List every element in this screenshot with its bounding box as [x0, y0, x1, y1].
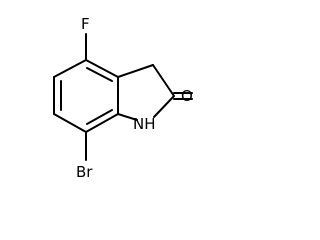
bond-c4-c5 — [53, 59, 87, 78]
bond-c2-n1 — [153, 95, 175, 118]
fluorine-label: F — [81, 15, 90, 33]
bond-c3-c2 — [152, 64, 175, 97]
bond-diagram — [53, 33, 193, 161]
bond-c3a-c4 — [85, 59, 119, 78]
bond-n1-c7a — [117, 113, 138, 121]
bond-c3a-c4-inner — [86, 67, 113, 82]
bond-c3a-c3 — [117, 64, 154, 78]
molecule-structure: F NH O Br — [53, 15, 193, 181]
nh-label: NH — [133, 115, 156, 133]
bond-c7-c7a-inner — [86, 109, 113, 125]
bond-c6-c7 — [53, 113, 87, 133]
bromine-label: Br — [76, 163, 93, 181]
bond-c7-c7a — [85, 113, 119, 133]
oxygen-label: O — [181, 87, 193, 105]
